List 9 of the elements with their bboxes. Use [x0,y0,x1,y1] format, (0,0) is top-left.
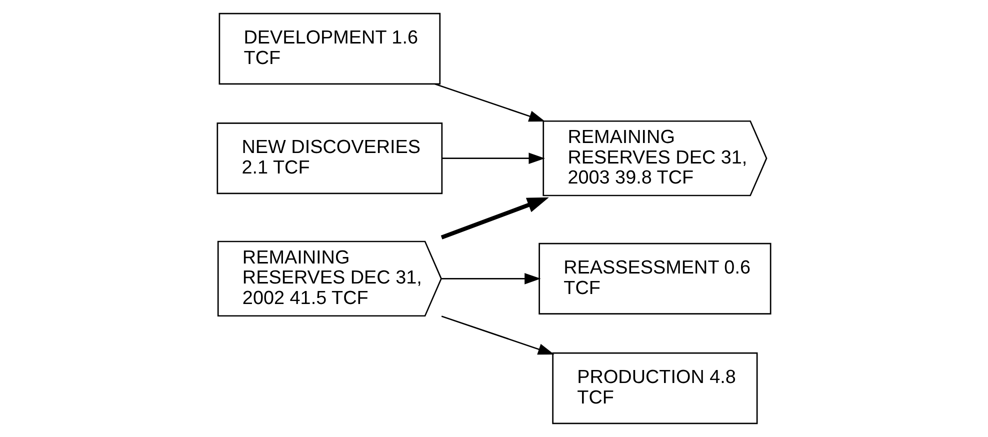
arrow [434,83,546,122]
arrow [440,197,549,240]
arrow [442,152,545,164]
arrow [442,273,541,284]
arrow [441,316,554,355]
node-box: PRODUCTION 4.8 TCF [552,352,758,424]
node-box: DEVELOPMENT 1.6 TCF [218,12,441,85]
node-box: NEW DISCOVERIES 2.1 TCF [216,122,443,194]
node-box: REASSESSMENT 0.6 TCF [538,242,772,315]
